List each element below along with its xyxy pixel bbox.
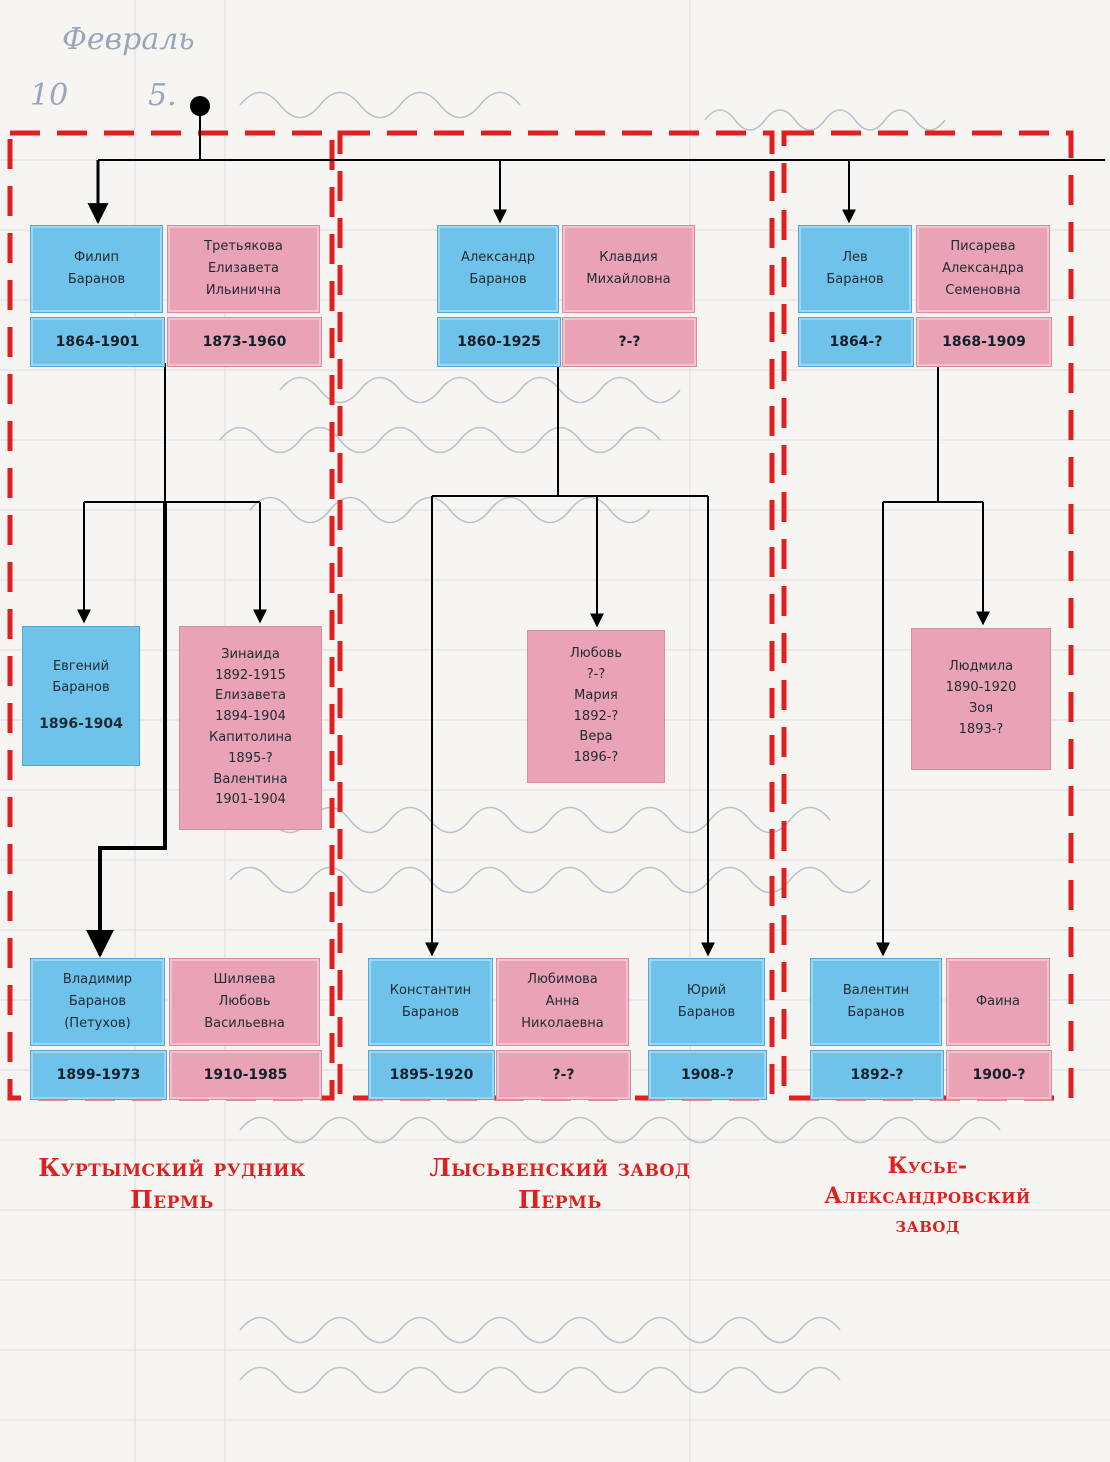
card-konstantin: Константин Баранов 1895-1920 [368,958,495,1100]
person-name: Юрий Баранов [648,958,765,1046]
person-years: 1868-1909 [916,317,1052,367]
child-years: 1890-1920 [945,680,1017,696]
card-lev: Лев Баранов 1864-? [798,225,914,367]
region-line: Александровский [824,1182,1031,1209]
region-line: Куртымский рудник [38,1153,306,1182]
child-name: Зоя [968,701,994,716]
person-years: 1873-1960 [167,317,322,367]
region-label-kurtym: Куртымский рудник Пермь [12,1152,332,1217]
person-name: Писарева Александра Семеновна [916,225,1050,313]
card-aleksandr: Александр Баранов 1860-1925 [437,225,561,367]
region-border-kurtym [7,130,335,1101]
card-daughters-aleksandr: Любовь ?-? Мария 1892-? Вера 1896-? [527,630,665,783]
child-years: 1896-1904 [39,715,123,732]
person-name: Клавдия Михайловна [562,225,695,313]
region-line: завод [895,1212,960,1239]
child-years: ?-? [586,666,606,682]
person-name: Константин Баранов [368,958,493,1046]
person-name: Любимова Анна Николаевна [496,958,629,1046]
person-name: Валентин Баранов [810,958,942,1046]
child-name: Людмила [948,659,1014,675]
child-name: Зинаида [221,646,280,662]
child-name: Валентина [213,771,288,787]
child-years: 1894-1904 [215,709,286,725]
child-years: 1896-? [573,750,619,766]
person-years: 1895-1920 [368,1050,495,1100]
child-surname: Баранов [52,679,110,695]
person-years: 1864-? [798,317,914,367]
region-line: Пермь [518,1185,602,1215]
child-name: Елизавета [214,688,287,704]
card-lyubimova: Любимова Анна Николаевна ?-? [496,958,631,1100]
person-years: 1910-1985 [169,1050,322,1100]
person-years: ?-? [496,1050,631,1100]
person-name: Лев Баранов [798,225,912,313]
child-years: 1892-1915 [215,667,286,683]
person-years: 1899-1973 [30,1050,167,1100]
card-valentin: Валентин Баранов 1892-? [810,958,944,1100]
person-years: 1908-? [648,1050,767,1100]
child-years: 1893-? [958,721,1004,737]
card-vladimir: Владимир Баранов (Петухов) 1899-1973 [30,958,167,1100]
child-years: 1892-? [573,708,619,724]
child-name: Любовь [569,646,622,662]
card-daughters-filip: Зинаида 1892-1915 Елизавета 1894-1904 Ка… [179,626,322,830]
card-yuriy: Юрий Баранов 1908-? [648,958,767,1100]
person-years: ?-? [562,317,697,367]
card-pisareva: Писарева Александра Семеновна 1868-1909 [916,225,1052,367]
child-years: 1901-1904 [215,792,286,808]
child-name: Мария [574,687,618,703]
person-years: 1900-? [946,1050,1052,1100]
card-klavdiya: Клавдия Михайловна ?-? [562,225,697,367]
card-shilyaeva: Шиляева Любовь Васильевна 1910-1985 [169,958,322,1100]
child-name: Вера [579,729,613,745]
person-name: Шиляева Любовь Васильевна [169,958,320,1046]
person-name: Александр Баранов [437,225,559,313]
region-label-lysva: Лысьвенский завод Пермь [345,1152,775,1217]
header-day: 10 [30,78,69,113]
region-border-kusye [781,130,1074,1101]
header-month: Февраль [62,22,195,57]
person-years: 1860-1925 [437,317,561,367]
card-evgeniy: Евгений Баранов 1896-1904 [22,626,140,766]
card-faina: Фаина 1900-? [946,958,1052,1100]
person-name: Филип Баранов [30,225,163,313]
person-years: 1864-1901 [30,317,165,367]
child-name: Евгений [52,659,110,674]
region-line: Пермь [130,1185,214,1215]
region-line: Лысьвенский завод [429,1153,691,1182]
person-name: Владимир Баранов (Петухов) [30,958,165,1046]
person-name: Третьякова Елизавета Ильинична [167,225,320,313]
region-line: Кусье- [887,1153,968,1179]
child-years: 1895-? [228,750,273,766]
child-name: Капитолина [209,730,292,745]
person-name: Фаина [946,958,1050,1046]
person-years: 1892-? [810,1050,944,1100]
card-tretyakova: Третьякова Елизавета Ильинична 1873-1960 [167,225,322,367]
header-entry: 5. [148,78,177,113]
region-label-kusye: Кусье- Александровский завод [784,1152,1071,1241]
card-filip: Филип Баранов 1864-1901 [30,225,165,367]
card-daughters-lev: Людмила 1890-1920 Зоя 1893-? [911,628,1051,770]
